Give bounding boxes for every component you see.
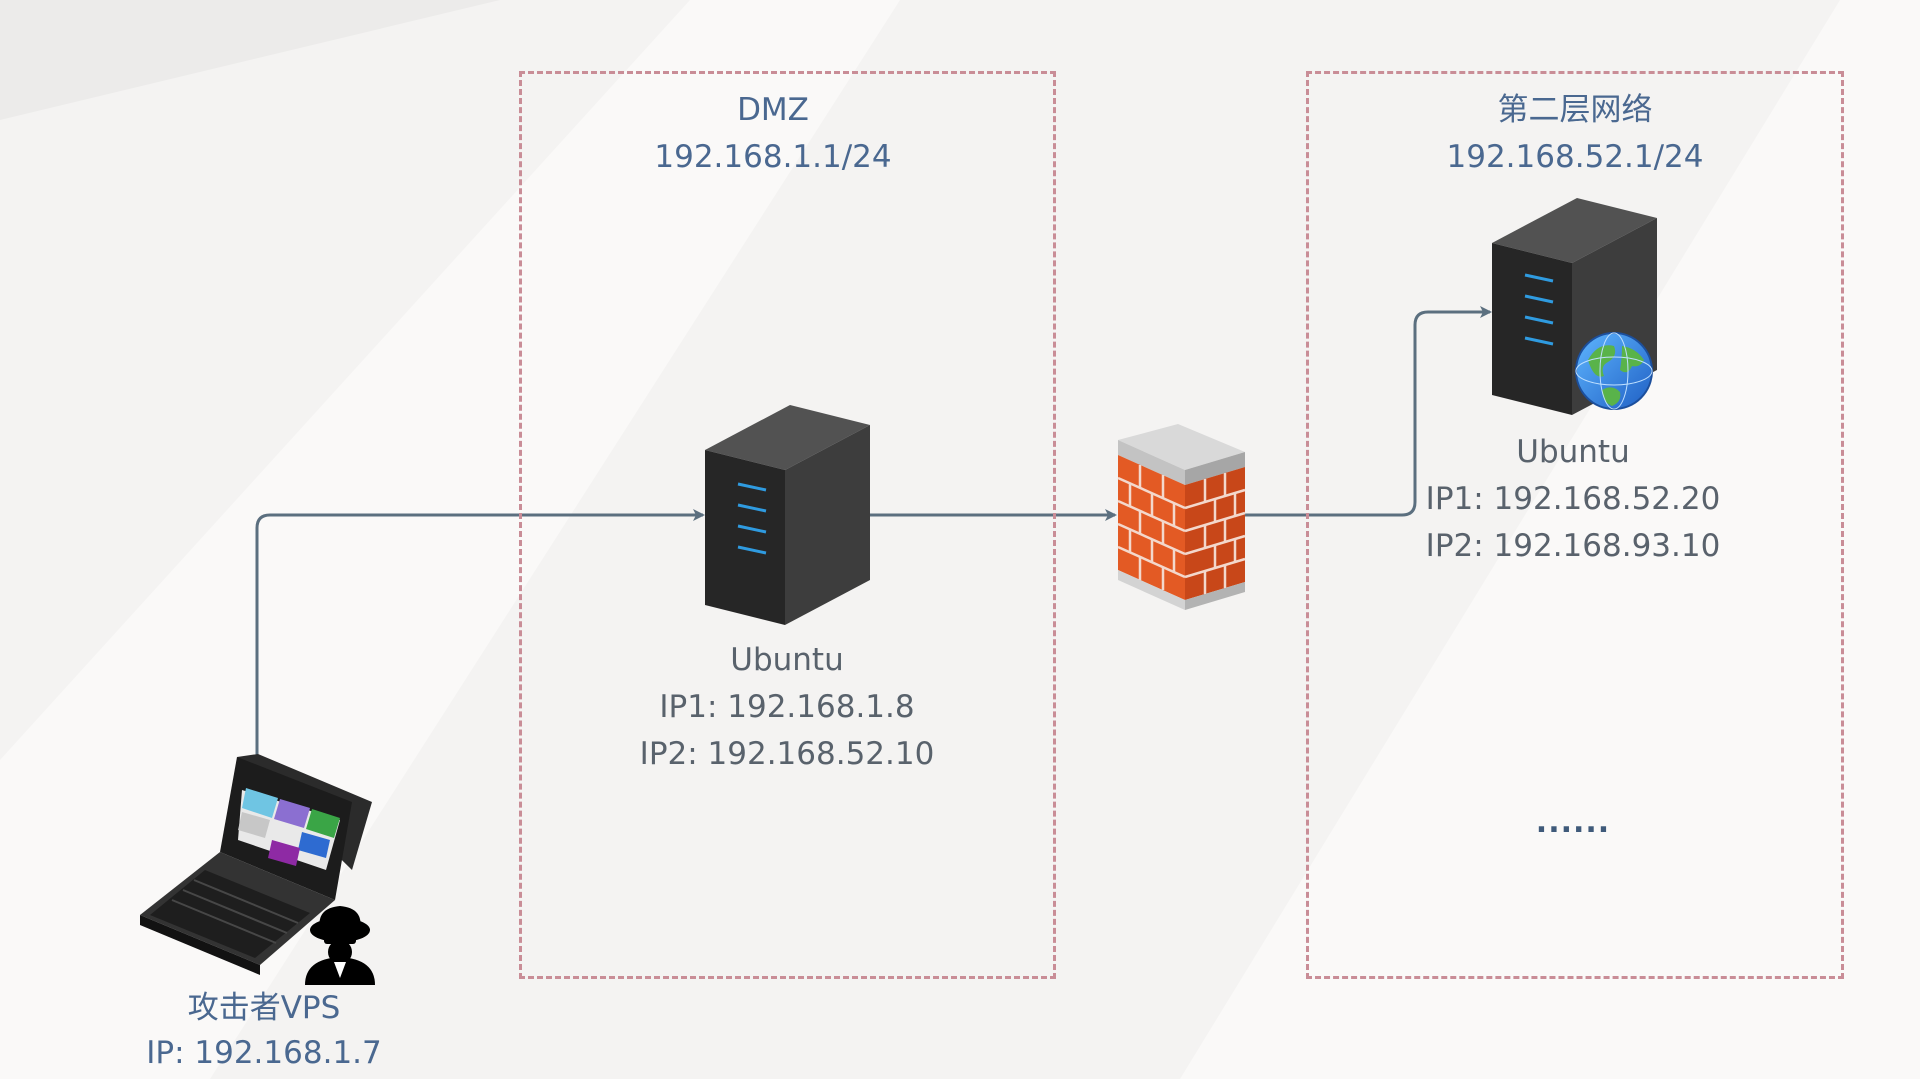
web-server-icon	[1492, 198, 1657, 415]
attacker-ip: IP: 192.168.1.7	[146, 1035, 382, 1071]
dmz-server-name: Ubuntu	[730, 642, 844, 678]
laptop-icon	[140, 754, 372, 975]
hacker-icon	[305, 906, 375, 985]
second-layer-zone-label: 第二层网络 192.168.52.1/24	[1447, 87, 1704, 181]
attacker-label: 攻击者VPS IP: 192.168.1.7	[146, 986, 381, 1076]
dmz-server-label: Ubuntu IP1: 192.168.1.8 IP2: 192.168.52.…	[640, 637, 935, 778]
second-layer-zone	[1306, 71, 1844, 979]
web-server-ip1: IP1: 192.168.52.20	[1425, 481, 1721, 517]
dmz-zone	[519, 71, 1056, 979]
web-server-label: Ubuntu IP1: 192.168.52.20 IP2: 192.168.9…	[1426, 429, 1721, 570]
attacker-name: 攻击者VPS	[187, 990, 341, 1026]
dmz-server-ip1: IP1: 192.168.1.8	[659, 689, 915, 725]
globe-icon	[1575, 332, 1653, 410]
web-server-ip2: IP2: 192.168.93.10	[1425, 528, 1721, 564]
connectors	[255, 306, 1492, 760]
second-layer-title: 第二层网络	[1497, 92, 1653, 128]
dmz-server-ip2: IP2: 192.168.52.10	[639, 736, 935, 772]
server-icon	[705, 405, 870, 625]
connector-firewall-to-web-server	[1245, 306, 1492, 517]
dmz-subnet: 192.168.1.1/24	[654, 139, 892, 175]
more-hosts-ellipsis: ......	[1535, 805, 1611, 840]
web-server-name: Ubuntu	[1516, 434, 1630, 470]
firewall-icon	[1117, 424, 1246, 610]
second-layer-subnet: 192.168.52.1/24	[1446, 139, 1704, 175]
connector-attacker-to-dmz-server	[255, 509, 705, 760]
dmz-title: DMZ	[737, 92, 809, 128]
dmz-zone-label: DMZ 192.168.1.1/24	[654, 87, 891, 181]
